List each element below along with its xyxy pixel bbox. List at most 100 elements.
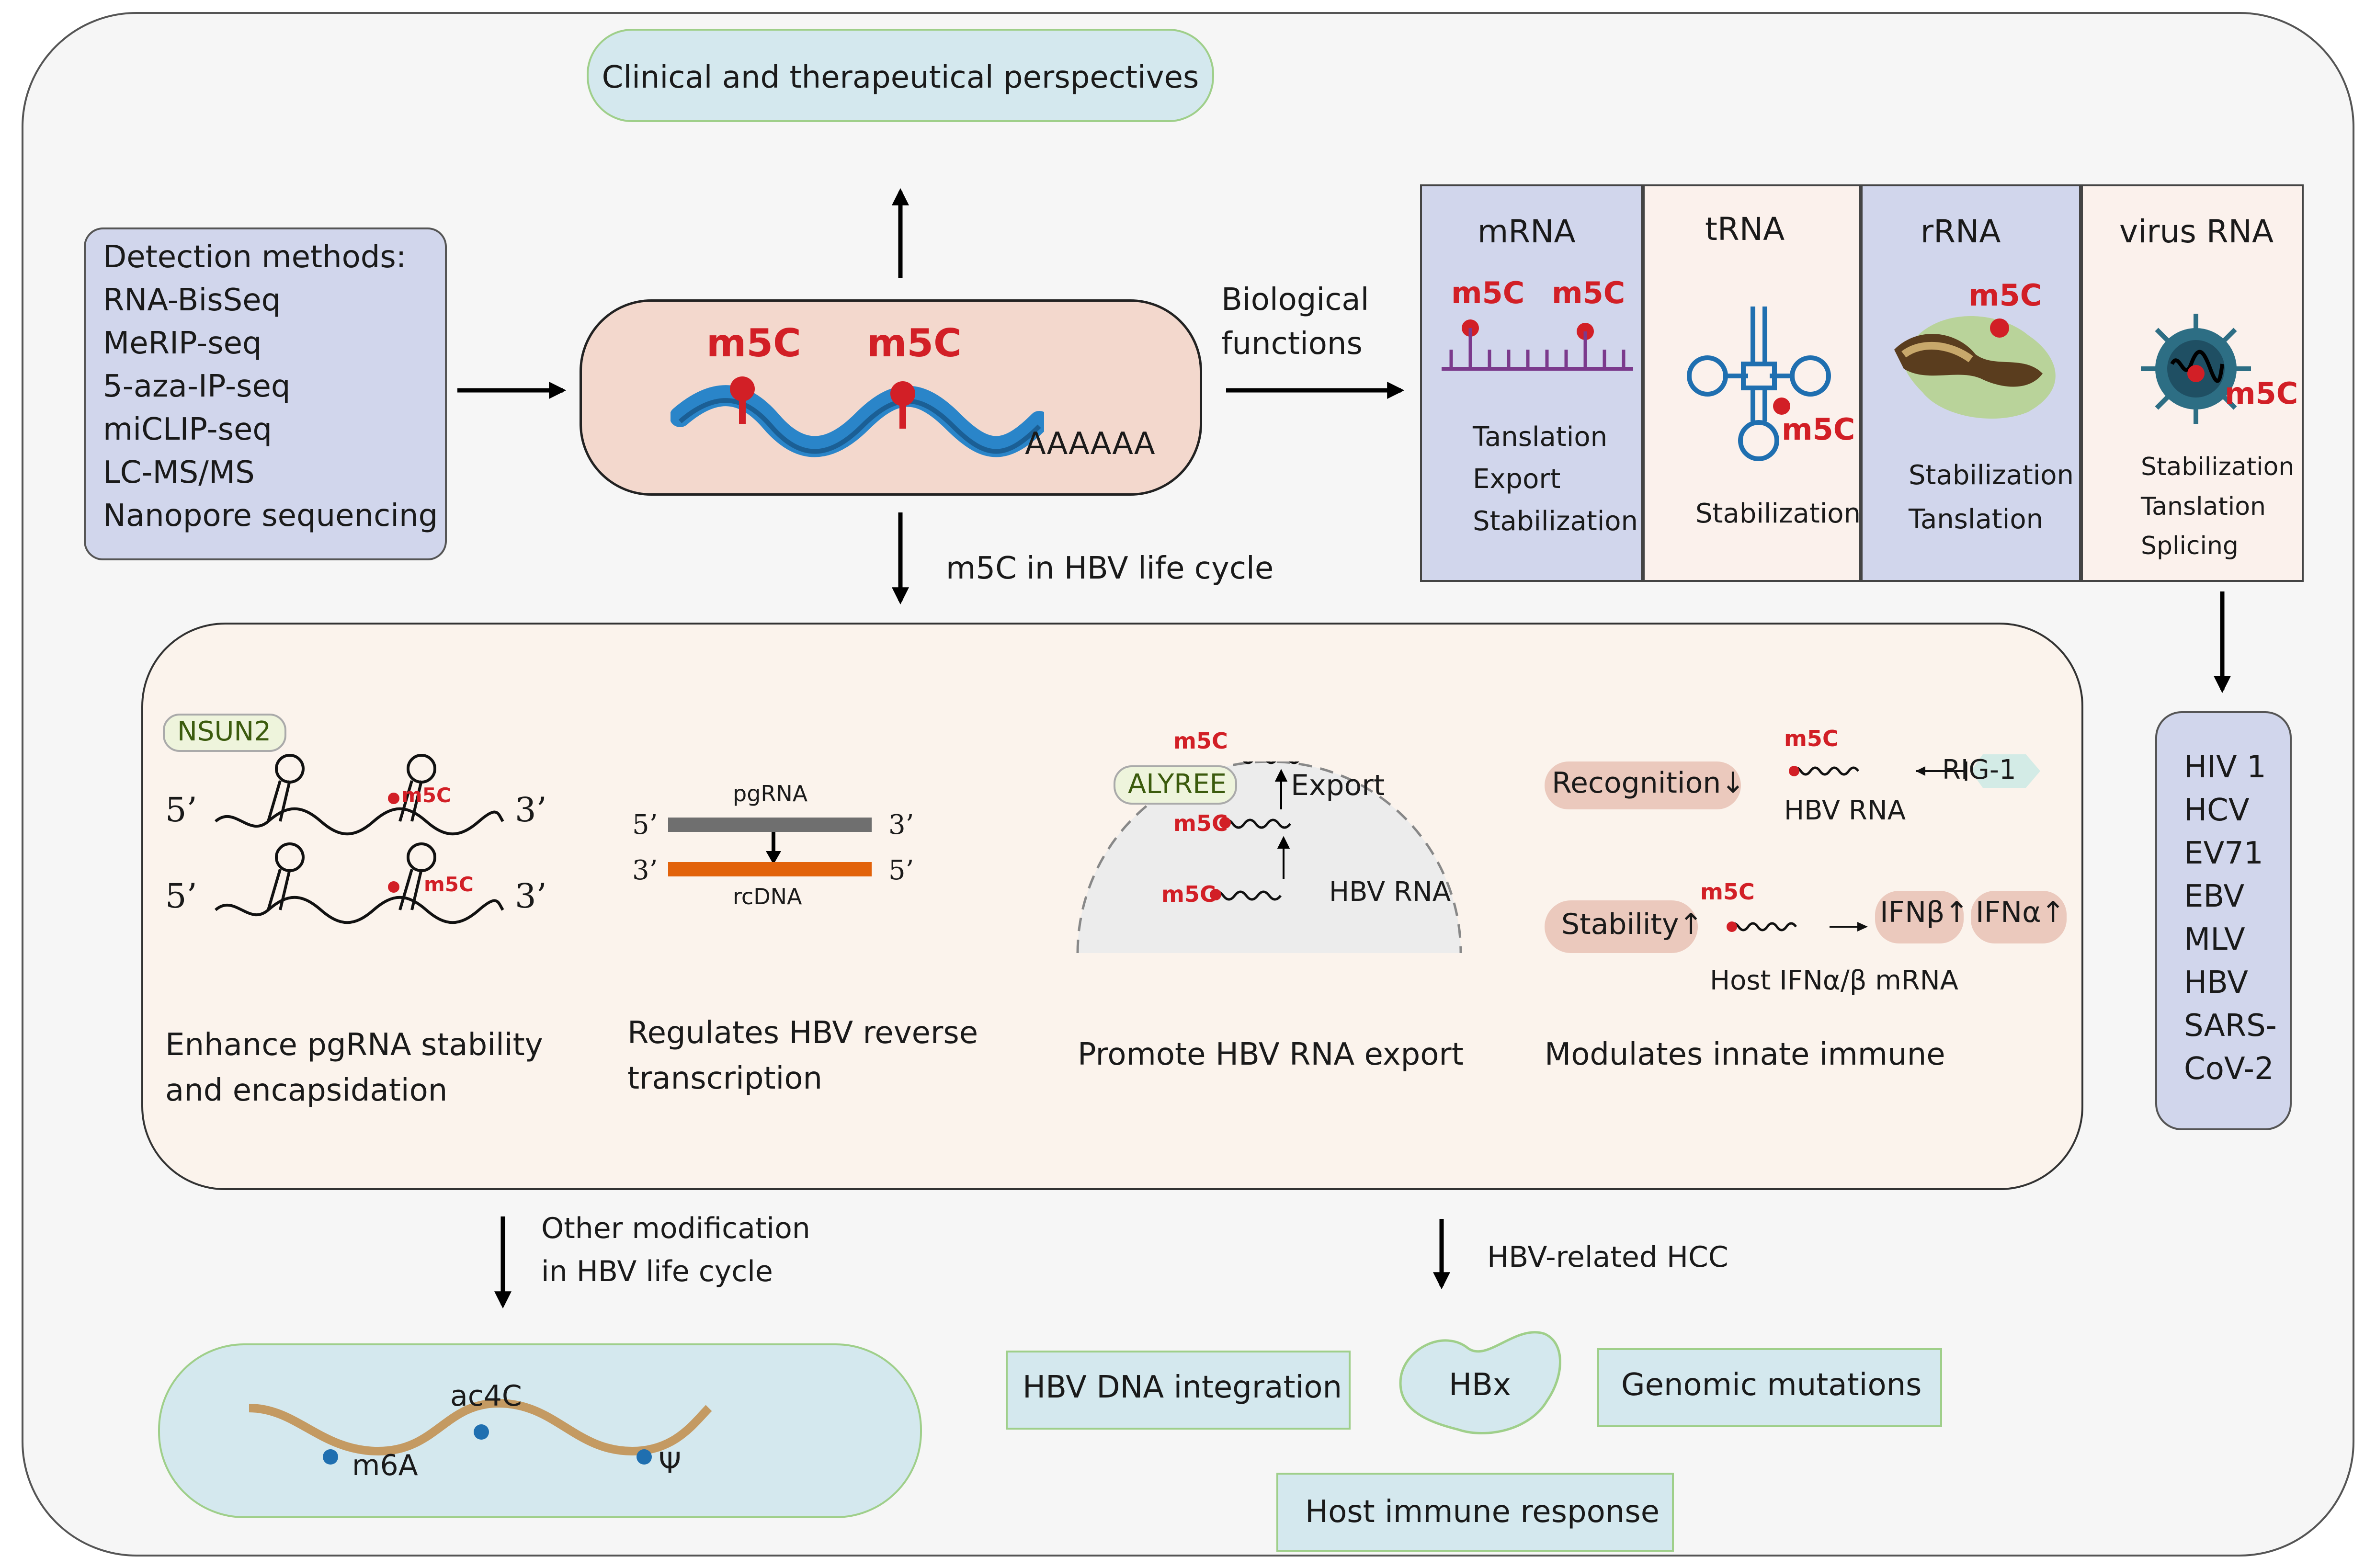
virus-item: HIV 1 — [2184, 750, 2266, 785]
ifnb-label: IFNβ↑ — [1880, 896, 1969, 929]
recognition-blob — [1545, 761, 1741, 809]
recognition-label: Recognition↓ — [1552, 766, 1745, 800]
detection-item: RNA-BisSeq — [103, 283, 281, 318]
detection-item: miCLIP-seq — [103, 412, 272, 447]
detection-methods-box — [84, 227, 447, 560]
rrna-function: Tanslation — [1909, 504, 2044, 535]
modifications-rna-graphic — [249, 1398, 712, 1465]
rrna-function: Stabilization — [1909, 460, 2074, 491]
mrna-title: mRNA — [1478, 213, 1576, 250]
clinical-perspectives-box: Clinical and therapeutical perspectives — [587, 29, 1214, 122]
hbv-dna-integration-box — [1006, 1351, 1351, 1430]
p4-hbv-rna: HBV RNA — [1784, 795, 1906, 826]
genomic-mutations-text: Genomic mutations — [1621, 1367, 1922, 1403]
host-ifn-mrna-label: Host IFNα/β mRNA — [1710, 965, 1958, 996]
virus-item: EBV — [2184, 879, 2245, 914]
m5c-helix-graphic — [671, 376, 1044, 457]
m5c-label-left: m5C — [706, 321, 801, 365]
virus-item: CoV-2 — [2184, 1051, 2274, 1087]
ifnb-blob — [1875, 891, 1964, 943]
rna-type-trna — [1643, 184, 1861, 582]
three-prime: 3’ — [632, 855, 658, 886]
host-immune-response-box — [1276, 1473, 1674, 1552]
virus-list-box — [2155, 711, 2292, 1130]
biological-functions-label: Biological functions — [1221, 282, 1369, 362]
detection-title: Detection methods: — [103, 239, 407, 275]
genomic-mutations-box — [1597, 1348, 1942, 1427]
virus-rna-function: Tanslation — [2141, 492, 2266, 521]
polya-tail: AAAAAA — [1025, 426, 1155, 462]
trna-function: Stabilization — [1695, 498, 1861, 529]
virus-item: HCV — [2184, 793, 2250, 828]
rrna-ribosome-graphic — [1894, 316, 2056, 419]
other-mod-label: in HBV life cycle — [541, 1255, 773, 1288]
trna-m5c: m5C — [1782, 412, 1855, 447]
pgrna-bar — [668, 818, 872, 832]
m5c-label-right: m5C — [867, 321, 962, 365]
p3-m5c: m5C — [1173, 728, 1228, 754]
modifications-box — [158, 1343, 922, 1518]
trna-cloverleaf-graphic — [1687, 307, 1831, 461]
p3-caption: Promote HBV RNA export — [1078, 1037, 1464, 1072]
ifna-label: IFNα↑ — [1976, 896, 2065, 929]
export-label: Export — [1291, 769, 1385, 802]
p4-m5c: m5C — [1700, 879, 1755, 905]
hbv-dna-integration-text: HBV DNA integration — [1023, 1370, 1342, 1405]
hbv-cycle-label: m5C in HBV life cycle — [946, 551, 1274, 586]
trna-title: tRNA — [1705, 211, 1785, 248]
p3-hbv-rna: HBV RNA — [1329, 876, 1451, 908]
detection-item: MeRIP-seq — [103, 326, 262, 361]
hbx-shape — [1399, 1331, 1561, 1434]
host-immune-response-text: Host immune response — [1305, 1494, 1660, 1530]
virus-item: MLV — [2184, 922, 2245, 957]
hcc-label: HBV-related HCC — [1487, 1240, 1728, 1274]
five-prime: 5’ — [888, 855, 914, 886]
p3-m5c: m5C — [1161, 881, 1216, 907]
hbx-label: HBx — [1449, 1367, 1511, 1403]
stability-blob — [1545, 900, 1698, 953]
rt-arrow — [766, 832, 781, 864]
three-prime: 3’ — [888, 809, 914, 841]
mrna-comb-graphic — [1442, 319, 1633, 371]
p1-m5c: m5C — [424, 873, 474, 896]
rcdna-bar — [668, 862, 872, 876]
p2-caption: transcription — [627, 1061, 823, 1096]
nsun2-label: NSUN2 — [177, 716, 271, 747]
virus-item: SARS- — [2184, 1008, 2277, 1044]
p4-caption: Modulates innate immune — [1545, 1037, 1945, 1072]
mrna-function: Stabilization — [1473, 506, 1638, 537]
m5c-dot — [890, 381, 915, 406]
five-prime: 5’ — [165, 790, 197, 829]
mrna-function: Tanslation — [1473, 421, 1608, 453]
rig1-label: RIG-1 — [1942, 754, 2016, 785]
clinical-perspectives-text: Clinical and therapeutical perspectives — [602, 60, 1199, 95]
alyree-label: ALYREE — [1128, 769, 1227, 800]
detection-item: 5-aza-IP-seq — [103, 369, 291, 404]
stability-label: Stability↑ — [1561, 908, 1703, 941]
mrna-m5c-left: m5C — [1451, 275, 1525, 310]
other-mod-label: Other modification — [541, 1212, 810, 1245]
nucleus-graphic — [1076, 761, 1462, 954]
p1-caption: and encapsidation — [165, 1073, 448, 1108]
virus-rna-m5c: m5C — [2225, 376, 2298, 411]
alyree-badge — [1114, 765, 1237, 805]
psi-label: Ψ — [659, 1446, 682, 1480]
virus-particle-graphic — [2141, 314, 2251, 424]
rrna-title: rRNA — [1921, 213, 2001, 250]
virus-rna-title: virus RNA — [2119, 213, 2274, 250]
virus-item: EV71 — [2184, 836, 2263, 871]
p4-m5c: m5C — [1784, 726, 1839, 751]
detection-item: Nanopore sequencing — [103, 498, 438, 534]
three-prime: 3’ — [515, 790, 547, 829]
detection-item: LC-MS/MS — [103, 455, 255, 490]
rcdna-label: rcDNA — [733, 884, 802, 909]
rna-type-mrna — [1420, 184, 1643, 582]
virus-item: HBV — [2184, 965, 2248, 1000]
ifna-blob — [1971, 891, 2067, 943]
rrna-m5c: m5C — [1968, 278, 2042, 313]
ac4c-label: ac4C — [450, 1379, 522, 1413]
virus-rna-function: Splicing — [2141, 532, 2239, 560]
p2-caption: Regulates HBV reverse — [627, 1015, 978, 1051]
m6a-label: m6A — [352, 1449, 418, 1482]
